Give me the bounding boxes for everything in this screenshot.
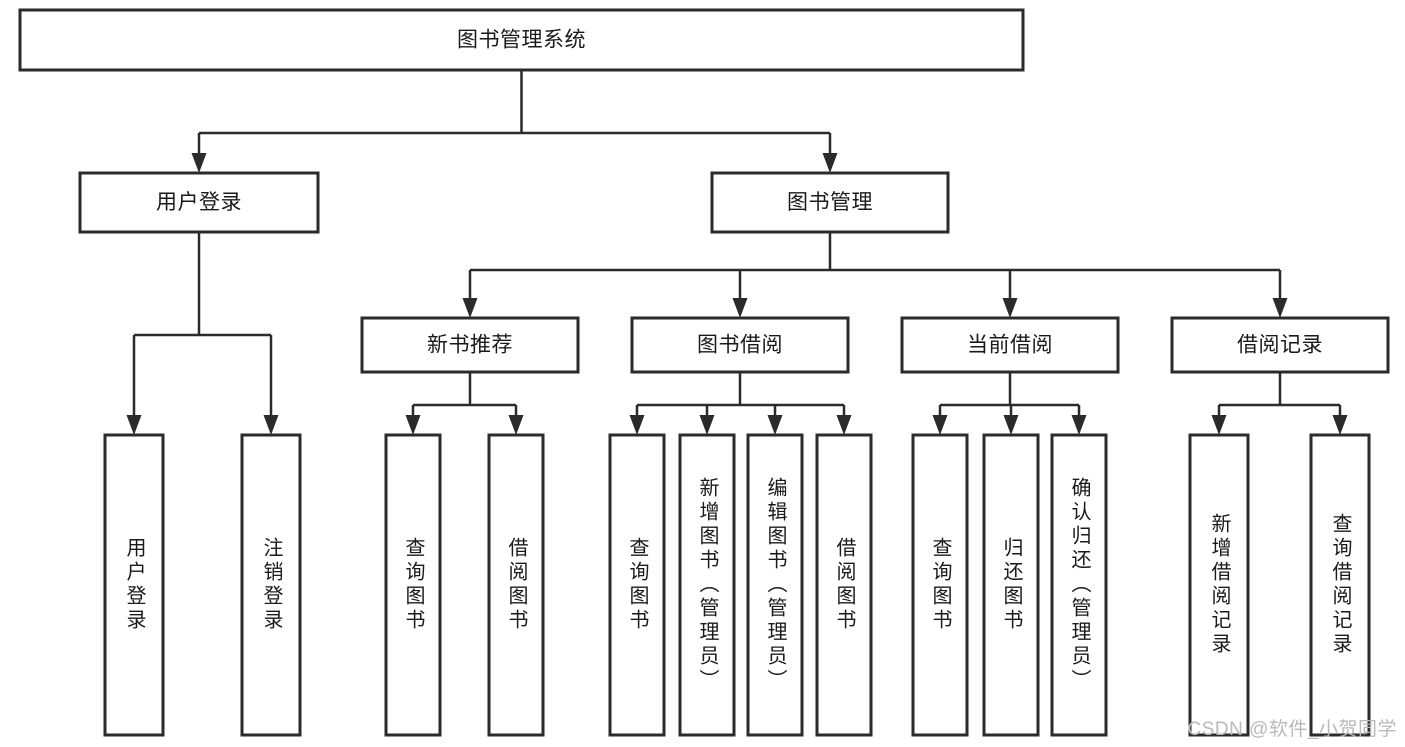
leaf-box-0-1[interactable] [487, 433, 545, 737]
node-level2-label-1: 图书借阅 [697, 334, 783, 357]
node-level2-label-2: 当前借阅 [967, 334, 1053, 357]
arrow-to-leaf-0-0-head [405, 415, 421, 435]
leaf-box-1-0[interactable] [608, 433, 666, 737]
node-level2-label-3: 借阅记录 [1237, 334, 1323, 357]
arrow-to-leaf-2-2-head [1071, 415, 1087, 435]
arrow-to-leaf-1-0-head [629, 415, 645, 435]
arrow-to-leaf-1-3-head [836, 415, 852, 435]
node-level2-box-0[interactable] [360, 316, 580, 374]
leaf-box-2-0[interactable] [911, 433, 969, 737]
node-level2-box-3[interactable] [1170, 316, 1390, 374]
leaf-box-0-0[interactable] [384, 433, 442, 737]
node-level2-box-2[interactable] [900, 316, 1120, 374]
leaf-box-1-1[interactable] [678, 433, 736, 737]
node-root-box[interactable] [18, 8, 1025, 72]
arrow-to-level2-1-head [732, 298, 748, 318]
arrow-to-level2-0-head [462, 298, 478, 318]
connectors-layer [126, 70, 1348, 435]
arrow-to-leaf-2-0-head [932, 415, 948, 435]
arrow-to-level2-2-head [1002, 298, 1018, 318]
arrow-to-leaf-3-0-head [1211, 415, 1227, 435]
arrow-to-leaf-1-2-head [767, 415, 783, 435]
arrow-to-level2-3-head [1272, 298, 1288, 318]
arrow-to-level1-1-head [822, 153, 838, 173]
leaf-box-3-0[interactable] [1188, 433, 1250, 737]
arrow-to-leaf-0-1-head [508, 415, 524, 435]
watermark-text: CSDN @软件_小贺同学 [1187, 719, 1397, 740]
arrow-to-leaf-2-1-head [1003, 415, 1019, 435]
node-level1-label-1: 图书管理 [787, 191, 873, 214]
leaf-box-2-2[interactable] [1050, 433, 1108, 737]
leaf-box-2-1[interactable] [982, 433, 1040, 737]
arrow-to-leaf-1-1-head [699, 415, 715, 435]
leaf-box-1-3[interactable] [815, 433, 873, 737]
node-level2-label-0: 新书推荐 [427, 334, 513, 357]
leaf-box-1-2[interactable] [746, 433, 804, 737]
leaf-box-3-1[interactable] [1309, 433, 1371, 737]
node-level1-label-0: 用户登录 [156, 191, 242, 214]
arrow-to-leaf-a-0-head [126, 415, 142, 435]
node-level2-box-1[interactable] [630, 316, 850, 374]
node-level1-box-0[interactable] [78, 171, 320, 234]
boxes-layer [18, 8, 1390, 737]
arrow-to-level1-0-head [191, 153, 207, 173]
leaf-box-a-1[interactable] [240, 433, 302, 737]
node-level1-box-1[interactable] [710, 171, 950, 234]
arrow-to-leaf-3-1-head [1332, 415, 1348, 435]
leaf-box-a-0[interactable] [103, 433, 165, 737]
arrow-to-leaf-a-1-head [263, 415, 279, 435]
node-root-label: 图书管理系统 [457, 29, 586, 52]
